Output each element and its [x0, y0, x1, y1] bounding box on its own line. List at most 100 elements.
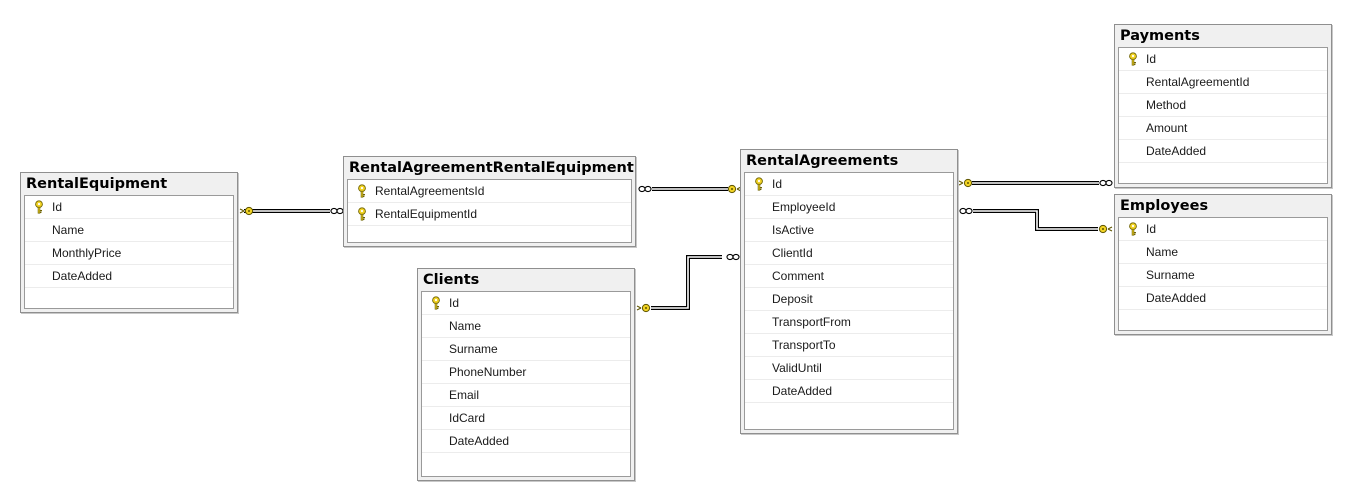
- column-name: Email: [449, 388, 480, 402]
- column-name: Id: [772, 177, 783, 191]
- column-row[interactable]: Name: [422, 315, 630, 338]
- many-end-infinity-icon: [726, 253, 740, 261]
- column-name: TransportFrom: [772, 315, 851, 329]
- column-row[interactable]: Id: [1119, 48, 1327, 71]
- one-end-key-icon: [239, 206, 254, 216]
- column-row[interactable]: Id: [422, 292, 630, 315]
- relationship-line[interactable]: [651, 255, 722, 310]
- primary-key-icon: [1125, 48, 1141, 70]
- column-name: EmployeeId: [772, 200, 836, 214]
- column-name: MonthlyPrice: [52, 246, 122, 260]
- column-row[interactable]: DateAdded: [1119, 287, 1327, 310]
- column-name: Id: [1146, 52, 1157, 66]
- column-name: IdCard: [449, 411, 486, 425]
- relationship-line[interactable]: [973, 209, 1098, 231]
- table-rentalagreementrentalequipment[interactable]: RentalAgreementRentalEquipment RentalAgr…: [343, 156, 636, 247]
- column-row[interactable]: RentalAgreementsId: [348, 180, 631, 203]
- primary-key-icon: [354, 203, 370, 225]
- column-name: Id: [1146, 222, 1157, 236]
- column-row[interactable]: Name: [1119, 241, 1327, 264]
- one-end-key-icon: [1098, 224, 1113, 234]
- column-name: DateAdded: [1146, 291, 1207, 305]
- column-name: Id: [52, 200, 63, 214]
- column-name: Amount: [1146, 121, 1188, 135]
- column-row[interactable]: ClientId: [745, 242, 953, 265]
- one-end-key-icon: [958, 178, 973, 188]
- column-row[interactable]: Amount: [1119, 117, 1327, 140]
- column-row[interactable]: IsActive: [745, 219, 953, 242]
- column-row[interactable]: EmployeeId: [745, 196, 953, 219]
- column-row[interactable]: TransportTo: [745, 334, 953, 357]
- many-end-infinity-icon: [959, 207, 973, 215]
- column-name: Comment: [772, 269, 825, 283]
- column-name: DateAdded: [52, 269, 113, 283]
- column-row[interactable]: DateAdded: [422, 430, 630, 453]
- column-row[interactable]: Deposit: [745, 288, 953, 311]
- column-row[interactable]: Id: [1119, 218, 1327, 241]
- column-name: DateAdded: [1146, 144, 1207, 158]
- column-row[interactable]: Id: [25, 196, 233, 219]
- table-title: Employees: [1120, 198, 1209, 214]
- column-row[interactable]: ValidUntil: [745, 357, 953, 380]
- many-end-infinity-icon: [638, 185, 652, 193]
- column-row[interactable]: Email: [422, 384, 630, 407]
- column-row[interactable]: PhoneNumber: [422, 361, 630, 384]
- column-row[interactable]: RentalAgreementId: [1119, 71, 1327, 94]
- column-name: TransportTo: [772, 338, 836, 352]
- column-row[interactable]: TransportFrom: [745, 311, 953, 334]
- primary-key-icon: [31, 196, 47, 218]
- column-name: DateAdded: [772, 384, 833, 398]
- column-name: PhoneNumber: [449, 365, 527, 379]
- primary-key-icon: [751, 173, 767, 195]
- column-name: Deposit: [772, 292, 813, 306]
- column-row[interactable]: Id: [745, 173, 953, 196]
- table-title: Payments: [1120, 28, 1200, 44]
- table-title: RentalEquipment: [26, 176, 168, 192]
- column-name: RentalAgreementsId: [375, 184, 485, 198]
- column-row[interactable]: Method: [1119, 94, 1327, 117]
- column-name: Method: [1146, 98, 1187, 112]
- primary-key-icon: [428, 292, 444, 314]
- column-row[interactable]: Name: [25, 219, 233, 242]
- table-title: RentalAgreements: [746, 153, 899, 169]
- column-row[interactable]: MonthlyPrice: [25, 242, 233, 265]
- column-name: Surname: [449, 342, 498, 356]
- column-name: IsActive: [772, 223, 815, 237]
- column-name: Name: [1146, 245, 1179, 259]
- column-name: ValidUntil: [772, 361, 822, 375]
- table-title: RentalAgreementRentalEquipment: [349, 160, 634, 176]
- column-row[interactable]: Comment: [745, 265, 953, 288]
- column-row[interactable]: Surname: [422, 338, 630, 361]
- column-row[interactable]: DateAdded: [1119, 140, 1327, 163]
- column-name: DateAdded: [449, 434, 510, 448]
- primary-key-icon: [1125, 218, 1141, 240]
- column-name: Surname: [1146, 268, 1195, 282]
- column-row[interactable]: RentalEquipmentId: [348, 203, 631, 226]
- primary-key-icon: [354, 180, 370, 202]
- many-end-infinity-icon: [330, 207, 344, 215]
- column-name: Name: [52, 223, 85, 237]
- column-row[interactable]: IdCard: [422, 407, 630, 430]
- column-row[interactable]: DateAdded: [745, 380, 953, 403]
- table-title: Clients: [423, 272, 480, 288]
- column-name: Name: [449, 319, 482, 333]
- column-name: Id: [449, 296, 460, 310]
- column-row[interactable]: DateAdded: [25, 265, 233, 288]
- column-name: RentalAgreementId: [1146, 75, 1250, 89]
- many-end-infinity-icon: [1099, 179, 1113, 187]
- one-end-key-icon: [636, 303, 651, 313]
- column-name: ClientId: [772, 246, 813, 260]
- column-row[interactable]: Surname: [1119, 264, 1327, 287]
- column-name: RentalEquipmentId: [375, 207, 478, 221]
